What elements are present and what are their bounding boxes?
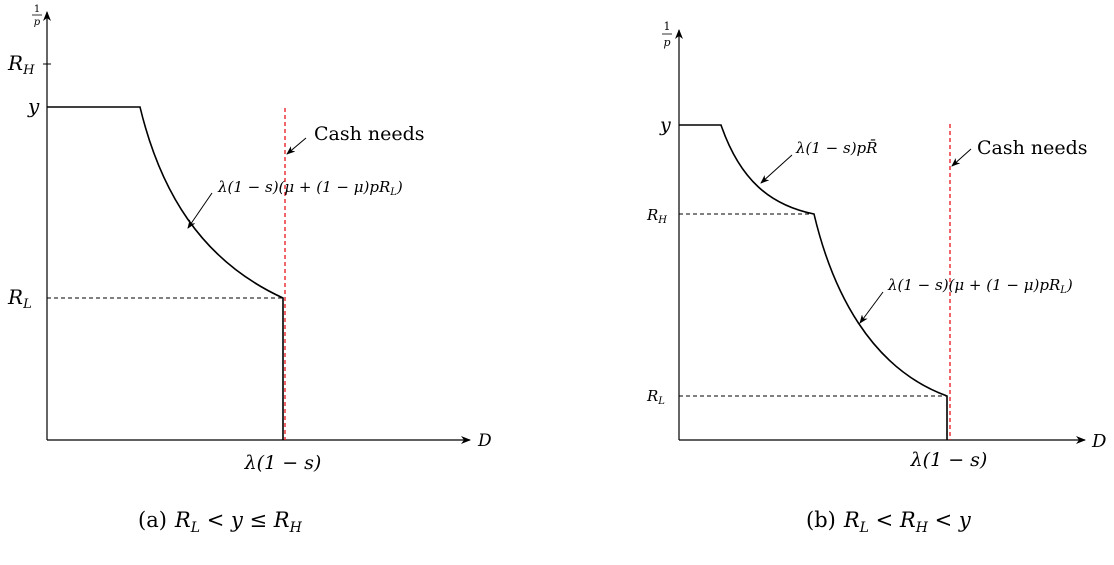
panel-b-lower-curve-pointer: [859, 291, 884, 324]
panel-a-curve-label: λ(1 − s)(μ + (1 − μ)pRL): [217, 178, 403, 198]
panel-b-x-tick-label: λ(1 − s): [910, 449, 988, 471]
panel-a-x-tick-label: λ(1 − s): [244, 452, 322, 474]
panel-a-tick-rl-label: RL: [7, 285, 32, 312]
panel-a-supply-curve: [47, 106, 284, 440]
panel-a-y-label-den: p: [34, 17, 41, 28]
panel-a-y-label-num: 1: [34, 4, 40, 15]
panel-a-cash-needs-pointer: [286, 137, 307, 155]
panel-a-cash-needs-label: Cash needs: [314, 123, 425, 145]
panel-b-x-axis-label: D: [1091, 431, 1107, 452]
panel-b-tick-y-label: y: [659, 114, 671, 136]
panel-a-curve-pointer: [187, 192, 213, 229]
panel-b-tick-rl-label: RL: [646, 387, 665, 407]
panel-b-supply-curve: [679, 124, 948, 440]
panel-a-tick-rh-label: RH: [7, 51, 35, 78]
panel-a: 1 p D RH y RL Cash needs λ(1 − s)(μ + (1…: [7, 4, 492, 536]
panel-b-y-label-num: 1: [664, 20, 671, 33]
panel-b-cash-needs-label: Cash needs: [977, 137, 1088, 159]
panel-b-caption: (b)RL < RH < y: [806, 508, 972, 536]
panel-a-y-axis-label: 1 p: [32, 4, 42, 28]
panel-b-y-axis-label: 1 p: [662, 20, 672, 49]
panel-b-upper-curve-pointer: [760, 154, 793, 184]
panel-b-tick-rh-label: RH: [646, 206, 667, 226]
panel-a-x-axis-label: D: [477, 431, 492, 451]
panel-b-y-label-den: p: [663, 36, 670, 49]
panel-b-cash-needs-pointer: [951, 148, 972, 167]
panel-a-tick-y-label: y: [27, 94, 40, 118]
panel-b: 1 p D y RH RL Cash needs λ(1 − s)pR̄ λ(1…: [646, 20, 1107, 536]
panel-b-upper-curve-label: λ(1 − s)pR̄: [795, 139, 877, 157]
panel-b-lower-curve-label: λ(1 − s)(μ + (1 − μ)pRL): [887, 276, 1073, 296]
panel-a-caption: (a)RL < y ≤ RH: [138, 508, 303, 536]
